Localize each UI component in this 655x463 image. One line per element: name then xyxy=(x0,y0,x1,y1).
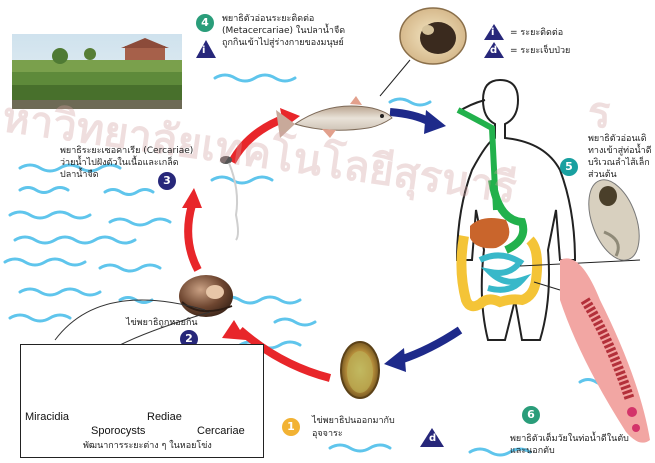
key-d-letter: d xyxy=(490,45,497,56)
larval-stages-legend: Miracidia Sporocysts Rediae Cercariae พั… xyxy=(20,344,264,458)
juvenile-fluke xyxy=(579,173,649,267)
key-diagnostic-label: = ระยะเจ็บป่วย xyxy=(510,46,570,57)
stage-5-line3: บริเวณลำไส้เล็ก xyxy=(588,158,650,169)
stage-6-line2: และนอกตับ xyxy=(510,446,555,457)
marker-d-letter: d xyxy=(429,433,436,444)
stage-3-line1: พยาธิระยะเซอคาเรีย (Cercariae) xyxy=(60,146,193,157)
stage-4-line3: ถูกกินเข้าไปสู่ร่างกายของมนุษย์ xyxy=(222,38,344,49)
adult-fluke xyxy=(560,258,650,442)
metacercaria-cyst xyxy=(380,8,466,96)
legend-label-miracidia: Miracidia xyxy=(25,411,69,423)
stage-5-line1: พยาธิตัวอ่อนเดิ xyxy=(588,134,647,145)
legend-caption: พัฒนาการระยะต่าง ๆ ในหอยโข่ง xyxy=(83,441,212,452)
stage-5-line4: ส่วนต้น xyxy=(588,170,617,181)
key-infective-label: = ระยะติดต่อ xyxy=(510,28,563,39)
stage-4-line1: พยาธิตัวอ่อนระยะติดต่อ xyxy=(222,14,314,25)
stage-3-line3: ปลาน้ำจืด xyxy=(60,170,99,181)
marker-i-letter: i xyxy=(202,45,205,56)
legend-label-sporocysts: Sporocysts xyxy=(91,425,145,437)
stage-1-line2: อุจจาระ xyxy=(312,429,343,440)
stage-1-line1: ไข่พยาธิปนออกมากับ xyxy=(312,416,395,427)
legend-label-cercariae: Cercariae xyxy=(197,425,245,437)
key-i-letter: i xyxy=(491,27,494,38)
stage-5-line2: ทางเข้าสู่ท่อน้ำดี xyxy=(588,146,652,157)
legend-label-rediae: Rediae xyxy=(147,411,182,423)
stage-6-badge: 6 xyxy=(522,406,540,424)
snail xyxy=(55,275,233,345)
stage-4-line2: (Metacercariae) ในปลาน้ำจืด xyxy=(222,26,345,37)
stage-4-badge: 4 xyxy=(196,14,214,32)
stage-5-badge: 5 xyxy=(560,158,578,176)
egg xyxy=(341,342,379,398)
stage-3-line2: ว่ายน้ำไปฝังตัวในเนื้อและเกล็ด xyxy=(60,158,179,169)
stage-3-badge: 3 xyxy=(158,172,176,190)
stage-6-line1: พยาธิตัวเต็มวัยในท่อน้ำดีในตับ xyxy=(510,434,629,445)
stage-2-text: ไข่พยาธิถูกหอยกิน xyxy=(126,318,198,329)
stage-1-badge: 1 xyxy=(282,418,300,436)
